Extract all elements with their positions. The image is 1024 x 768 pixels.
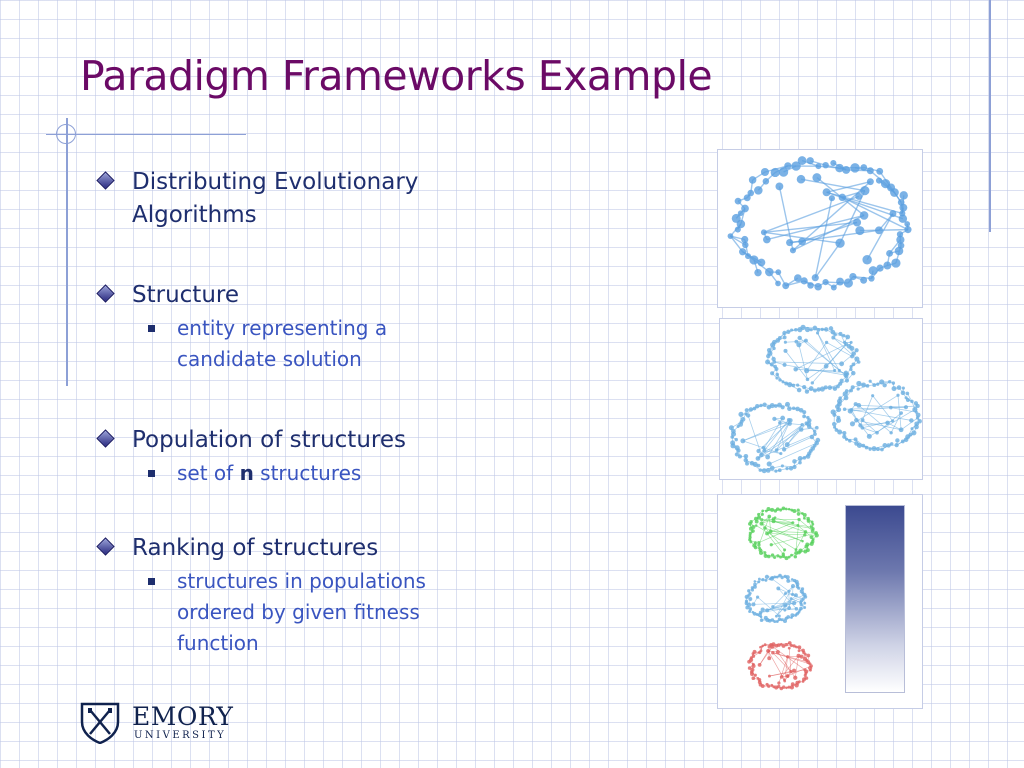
sub-bullet-text-line: structures in populations — [177, 569, 426, 593]
bullet-item: Ranking of structures — [96, 532, 496, 565]
diamond-bullet-icon — [97, 172, 114, 189]
fitness-gradient-bar — [845, 505, 905, 693]
crosshair-circle-decoration — [56, 124, 76, 144]
bullet-text: Ranking of structures — [132, 535, 379, 561]
bullet-text-line: Distributing Evolutionary — [132, 169, 419, 195]
diamond-bullet-icon — [97, 538, 114, 555]
population-image — [719, 318, 923, 480]
square-bullet-icon — [148, 325, 155, 332]
bullet-text: Structure — [132, 282, 239, 308]
emory-shield-icon — [80, 702, 120, 744]
sub-bullet-text-line: candidate solution — [177, 347, 362, 371]
sub-bullet-text-line: function — [177, 631, 259, 655]
sub-bullet-bold-n: n — [239, 461, 254, 485]
bullet-text-line: Algorithms — [132, 202, 257, 228]
logo-subtitle: UNIVERSITY — [134, 730, 227, 741]
network-blob — [727, 156, 912, 291]
diamond-bullet-icon — [97, 285, 114, 302]
sub-bullet-item: entity representing a candidate solution — [96, 313, 496, 375]
logo-name: EMORY — [132, 702, 234, 731]
sub-bullet-text-line: ordered by given fitness — [177, 600, 420, 624]
square-bullet-icon — [148, 578, 155, 585]
bullet-list: Distributing Evolutionary Algorithms Str… — [96, 166, 496, 659]
bullet-text: Population of structures — [132, 427, 406, 453]
bullet-item: Distributing Evolutionary Algorithms — [96, 166, 496, 232]
ranking-image — [717, 494, 923, 709]
bullet-item: Population of structures — [96, 424, 496, 457]
bullet-item: Structure — [96, 279, 496, 312]
slide-title: Paradigm Frameworks Example — [80, 52, 713, 100]
left-vertical-decoration — [66, 118, 68, 386]
sub-bullet-text-line: entity representing a — [177, 316, 388, 340]
square-bullet-icon — [148, 470, 155, 477]
sub-bullet-item: structures in populations ordered by giv… — [96, 566, 496, 659]
structure-image — [717, 149, 923, 308]
network-blob — [747, 641, 813, 691]
network-blob — [744, 573, 808, 624]
network-blob — [728, 401, 821, 474]
diamond-bullet-icon — [97, 430, 114, 447]
sub-bullet-suffix: structures — [253, 461, 362, 485]
network-blob — [748, 506, 819, 561]
sub-bullet-prefix: set of — [177, 461, 240, 485]
network-blob — [830, 379, 922, 452]
title-underline-decoration — [46, 134, 246, 135]
sub-bullet-item: set of n structures — [96, 458, 496, 489]
right-vertical-decoration — [989, 0, 991, 232]
network-blob — [765, 324, 861, 394]
